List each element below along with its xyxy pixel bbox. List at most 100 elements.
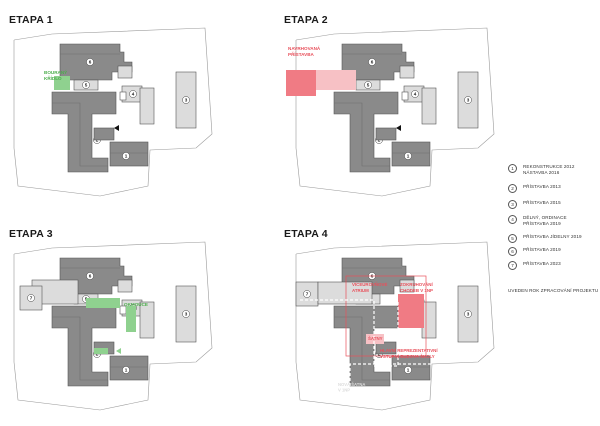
roof-ridge (334, 102, 390, 167)
legend-item: 4 DĚLNÝ, ORDINACE PŘÍSTAVBA 2019 (508, 215, 567, 227)
building-number-circle (411, 90, 419, 98)
atrium-outline (345, 275, 427, 357)
building-number: 6 (89, 274, 92, 279)
plan-label: NAVRHOVANÁ (288, 45, 321, 51)
legend-number: 4 (508, 215, 517, 224)
building-4-notch (119, 91, 127, 101)
legend-text: PŘÍSTAVBA 2013 (523, 184, 561, 190)
building-number-circle (27, 294, 35, 302)
building-number: 1 (125, 154, 128, 159)
panel-title: ETAPA 1 (9, 14, 53, 26)
covered-link (317, 281, 373, 305)
building-number: 5 (367, 83, 370, 88)
building-number: 1 (407, 368, 410, 373)
building-number-circle (464, 310, 472, 318)
side-block (93, 127, 115, 141)
legend-number: 5 (508, 234, 517, 243)
side-block (375, 127, 397, 141)
building-number: 1 (125, 368, 128, 373)
roof-ridge (52, 316, 108, 381)
legend-item: 5 PŘÍSTAVBA JÍDELNY 2019 (508, 234, 582, 243)
site-plan: 654213BOURANÝKŘÍDLO (13, 27, 213, 197)
building-4-notch (401, 91, 409, 101)
plan-label: KŘÍDLO (44, 74, 62, 81)
legend-text: REKONSTRUKCE 2012 NÁSTAVBA 2016 (523, 164, 574, 176)
entrance-marker-icon (396, 125, 401, 131)
panel-title: ETAPA 4 (284, 228, 328, 240)
building-4-notch (119, 305, 127, 315)
legend-line: PŘÍSTAVBA JÍDELNY 2019 (523, 234, 582, 239)
legend-line: DĚLNÝ, ORDINACE (523, 215, 567, 220)
legend-item: 2 PŘÍSTAVBA 2013 (508, 184, 561, 193)
legend-number: 7 (508, 261, 517, 270)
legend-number: 6 (508, 247, 517, 256)
building-number: 4 (132, 92, 135, 97)
building-number-circle (182, 310, 190, 318)
building-number-circle (464, 96, 472, 104)
green-wing (126, 306, 136, 332)
legend-line: PŘÍSTAVBA 2019 (523, 247, 561, 252)
building-number: 3 (467, 98, 470, 103)
building-number: 4 (414, 92, 417, 97)
legend-line: REKONSTRUKCE 2012 (523, 164, 575, 169)
panel-etapa-2: ETAPA 2 654213NAVRHOVANÁPŘÍSTAVBA (282, 0, 572, 212)
proposed-extension (286, 70, 316, 96)
legend-text: DĚLNÝ, ORDINACE PŘÍSTAVBA 2019 (523, 215, 567, 227)
legend-line: NÁSTAVBA 2016 (523, 170, 560, 175)
plan-label: VÍCEÚROVŇOVÉ (352, 282, 387, 287)
plan-label: ŠATNY (368, 336, 383, 341)
site-plan: 6542137OKMOUCE (13, 241, 213, 411)
legend-line: PŘÍSTAVBA 2015 (523, 200, 561, 205)
roof-ridge (334, 316, 390, 381)
panel-title: ETAPA 2 (284, 14, 328, 26)
legend-item: 1 REKONSTRUKCE 2012 NÁSTAVBA 2016 (508, 164, 574, 176)
panel-etapa-3: ETAPA 3 6542137OKMOUCE (0, 214, 290, 426)
loop-route (300, 299, 399, 367)
site-boundary (295, 27, 495, 197)
building-number: 3 (467, 312, 470, 317)
site-boundary (13, 241, 213, 411)
plan-label: NOVÁ ŠATNA (338, 382, 365, 387)
plan-label: ATRIUM (352, 288, 369, 293)
site-boundary (295, 241, 495, 411)
building-2 (51, 91, 117, 173)
legend-item: 3 PŘÍSTAVBA 2015 (508, 200, 561, 209)
legend-item: 7 PŘÍSTAVBA 2023 (508, 261, 561, 270)
building-number-circle (404, 366, 412, 374)
legend-number: 3 (508, 200, 517, 209)
proposed-connector (316, 70, 356, 90)
building-number-circle (86, 58, 94, 66)
side-block (375, 341, 397, 355)
building-number-circle (368, 58, 376, 66)
annex-block (399, 65, 415, 79)
building-number-circle (404, 152, 412, 160)
loop-block (398, 294, 424, 328)
plan-label: OKMOUCE (124, 302, 148, 307)
building-number-circle (129, 90, 137, 98)
legend-number: 2 (508, 184, 517, 193)
panel-title: ETAPA 3 (9, 228, 53, 240)
annex-block (117, 65, 133, 79)
entrance-marker-icon (116, 348, 121, 354)
panel-etapa-4: ETAPA 4 6542137VÍCEÚROVŇOVÉATRIUMZOKRUHO… (282, 214, 572, 426)
building-number: 6 (371, 60, 374, 65)
building-4-wing (139, 301, 155, 339)
building-2 (333, 91, 399, 173)
legend-line: PŘÍSTAVBA 2013 (523, 184, 561, 189)
legend-number: 1 (508, 164, 517, 173)
building-4-wing (421, 301, 437, 339)
demolished-wing (54, 76, 70, 90)
building-number-circle (122, 366, 130, 374)
building-number: 3 (185, 98, 188, 103)
site-boundary (13, 27, 213, 197)
plan-label: HLAVNÍ REPREZENTATIVNÍ (380, 348, 438, 353)
entrance-route (349, 363, 432, 386)
building-2 (51, 305, 117, 387)
legend-line: PŘÍSTAVBA 2019 (523, 221, 561, 226)
cloakroom (366, 334, 384, 344)
green-connector (86, 298, 120, 308)
plan-label: BOURANÝ (44, 69, 67, 75)
building-4-wing (421, 87, 437, 125)
building-number: 5 (85, 83, 88, 88)
legend-text: PŘÍSTAVBA 2023 (523, 261, 561, 267)
